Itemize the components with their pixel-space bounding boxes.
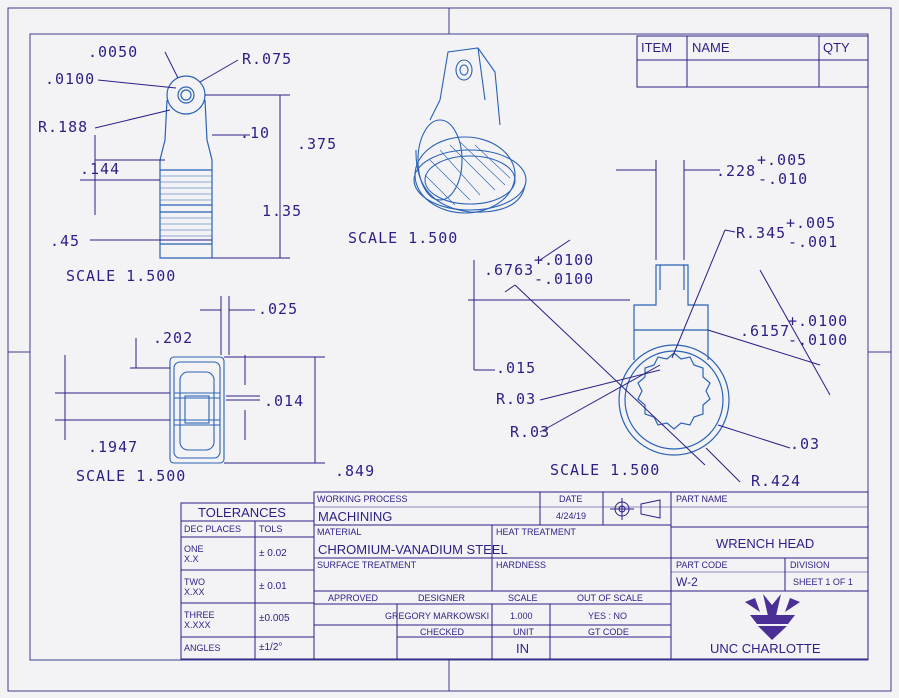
part-name-label: PART NAME (676, 494, 728, 504)
tol-row-three-name: THREE (184, 610, 215, 620)
part-code-value: W-2 (676, 575, 698, 589)
part-code-label: PART CODE (676, 560, 728, 570)
dim-228-minus: -.010 (758, 170, 809, 188)
working-process-value: MACHINING (318, 509, 393, 524)
approved-label: APPROVED (328, 593, 379, 603)
right-view-part (618, 264, 730, 456)
designer-value: GREGORY MARKOWSKI (385, 611, 490, 621)
dim-0100: .0100 (45, 70, 96, 88)
tol-row-three-fmt: X.XXX (184, 620, 211, 630)
unit-value: IN (516, 641, 529, 656)
dim-45: .45 (50, 232, 81, 250)
projection-symbol-icon (610, 498, 661, 520)
tol-row-two-fmt: X.XX (184, 587, 205, 597)
part-name-value: WRENCH HEAD (716, 536, 815, 551)
date-label: DATE (559, 494, 583, 504)
right-view-dimension-lines (468, 160, 831, 483)
bottom-left-dimension-lines (55, 296, 325, 464)
tol-row-one-tol: ± 0.02 (259, 548, 287, 559)
bottom-left-scale: SCALE 1.500 (76, 467, 187, 485)
bom-table (636, 35, 869, 88)
material-label: MATERIAL (317, 527, 362, 537)
dim-014: .014 (264, 392, 305, 410)
unit-label: UNIT (513, 627, 534, 637)
dim-025: .025 (258, 300, 299, 318)
dim-r075: R.075 (242, 50, 293, 68)
dim-10: .10 (240, 124, 271, 142)
top-left-dimension-lines (80, 51, 290, 259)
logo-text: UNC CHARLOTTE (710, 641, 821, 656)
iso-scale: SCALE 1.500 (348, 229, 459, 247)
bottom-left-part (169, 356, 225, 464)
out-of-scale-value: YES : NO (588, 611, 628, 621)
tol-row-angles-name: ANGLES (184, 643, 221, 653)
surface-treatment-label: SURFACE TREATMENT (317, 560, 417, 570)
tol-row-angles-tol: ±1/2° (259, 642, 283, 653)
tol-row-two-name: TWO (184, 577, 205, 587)
dim-1947: .1947 (88, 438, 139, 456)
dim-6157: .6157 (740, 322, 791, 340)
dim-228: .228 (716, 162, 757, 180)
heat-treatment-label: HEAT TREATMENT (496, 527, 576, 537)
top-left-scale: SCALE 1.500 (66, 267, 177, 285)
designer-label: DESIGNER (418, 593, 466, 603)
gt-code-label: GT CODE (588, 627, 629, 637)
dim-03: .03 (790, 435, 821, 453)
dim-375: .375 (297, 135, 338, 153)
dim-202: .202 (153, 329, 194, 347)
iso-view (413, 47, 527, 214)
dim-6763-minus: -.0100 (534, 270, 595, 288)
tols-header: TOLS (259, 524, 283, 534)
dim-r424: R.424 (751, 472, 802, 490)
material-value: CHROMIUM-VANADIUM STEEL (318, 542, 508, 557)
tolerances-title: TOLERANCES (198, 505, 286, 520)
date-value: 4/24/19 (556, 511, 587, 521)
working-process-label: WORKING PROCESS (317, 494, 408, 504)
dim-r345: R.345 (736, 224, 787, 242)
dim-6763-plus: +.0100 (534, 251, 595, 269)
sheet-border (7, 7, 892, 692)
dec-places-header: DEC PLACES (184, 524, 242, 534)
dim-r188: R.188 (38, 118, 89, 136)
division-label: DIVISION (790, 560, 830, 570)
bom-qty-header: QTY (823, 40, 850, 55)
dim-228-plus: +.005 (757, 151, 808, 169)
dim-r03-a: R.03 (496, 390, 537, 408)
dim-015: .015 (496, 359, 537, 377)
tol-row-two-tol: ± 0.01 (259, 581, 287, 592)
scale-value: 1.000 (510, 611, 533, 621)
right-scale: SCALE 1.500 (550, 461, 661, 479)
dim-r345-plus: +.005 (786, 214, 837, 232)
scale-label: SCALE (508, 593, 538, 603)
top-left-part (159, 75, 213, 259)
dim-6157-plus: +.0100 (788, 312, 849, 330)
bom-item-header: ITEM (641, 40, 673, 55)
dim-849: .849 (335, 462, 376, 480)
dim-6157-minus: -.0100 (788, 331, 849, 349)
bom-name-header: NAME (692, 40, 730, 55)
tol-row-one-name: ONE (184, 544, 204, 554)
tol-row-one-fmt: X.X (184, 554, 199, 564)
dim-135: 1.35 (262, 202, 303, 220)
dim-144: .144 (80, 160, 121, 178)
dim-r345-minus: -.001 (788, 233, 839, 251)
dim-6763: .6763 (484, 261, 535, 279)
checked-label: CHECKED (420, 627, 465, 637)
hardness-label: HARDNESS (496, 560, 547, 570)
sheet-value: SHEET 1 OF 1 (793, 577, 853, 587)
dim-0050: .0050 (88, 43, 139, 61)
out-of-scale-label: OUT OF SCALE (577, 593, 643, 603)
tol-row-three-tol: ±0.005 (259, 613, 290, 624)
unc-charlotte-logo-icon (745, 594, 800, 640)
dim-r03-b: R.03 (510, 423, 551, 441)
title-block-grid (180, 491, 869, 660)
